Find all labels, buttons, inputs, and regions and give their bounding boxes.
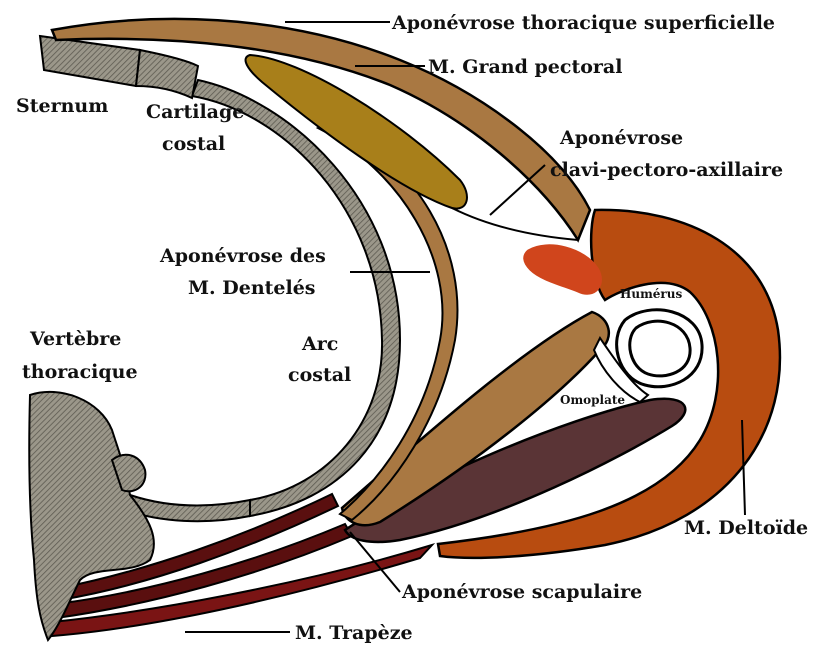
label-aponevrose-clavi-line1: Aponévrose bbox=[559, 127, 683, 149]
label-humerus: Humérus bbox=[620, 287, 682, 301]
label-arc-line2: costal bbox=[288, 364, 351, 386]
label-sternum: Sternum bbox=[16, 95, 108, 117]
label-grand-pectoral: M. Grand pectoral bbox=[428, 56, 622, 78]
humerus-bone bbox=[617, 310, 702, 387]
leader-aponevrose-clavi bbox=[490, 165, 545, 215]
label-aponevrose-dentele-line1: Aponévrose des bbox=[159, 245, 326, 267]
label-deltoide: M. Deltoïde bbox=[684, 517, 808, 539]
label-trapeze: M. Trapèze bbox=[295, 622, 413, 644]
label-vertebre-line2: thoracique bbox=[22, 361, 138, 383]
label-aponevrose-thoracique: Aponévrose thoracique superficielle bbox=[391, 12, 775, 34]
sternum-bone bbox=[40, 36, 140, 86]
label-arc-line1: Arc bbox=[301, 333, 338, 355]
label-cartilage-line2: costal bbox=[162, 133, 225, 155]
label-cartilage-line1: Cartilage bbox=[146, 101, 244, 123]
label-aponevrose-dentele-line2: M. Dentelés bbox=[188, 277, 316, 299]
label-omoplate: Omoplate bbox=[560, 393, 625, 407]
costal-cartilage bbox=[136, 50, 198, 98]
label-aponevrose-clavi-line2: clavi-pectoro-axillaire bbox=[550, 159, 783, 181]
axillary-vessel bbox=[524, 245, 602, 294]
label-vertebre-line1: Vertèbre bbox=[29, 328, 121, 350]
label-aponevrose-scapulaire: Aponévrose scapulaire bbox=[401, 581, 642, 603]
